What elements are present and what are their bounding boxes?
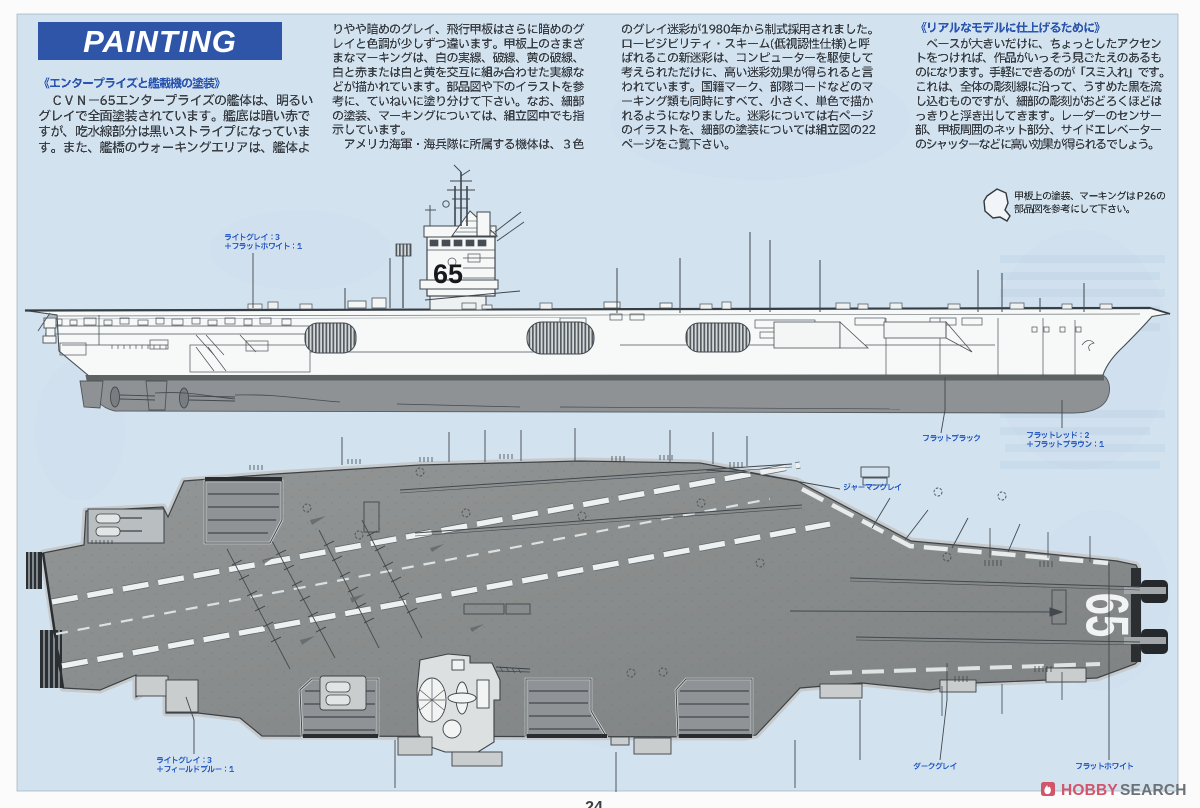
- svg-text:24: 24: [585, 799, 603, 808]
- svg-text:65: 65: [433, 259, 463, 289]
- svg-text:65: 65: [1073, 593, 1140, 637]
- svg-text:PAINTING: PAINTING: [83, 24, 237, 59]
- svg-text:HOBBY: HOBBY: [1061, 782, 1118, 799]
- svg-text:SEARCH: SEARCH: [1120, 782, 1187, 799]
